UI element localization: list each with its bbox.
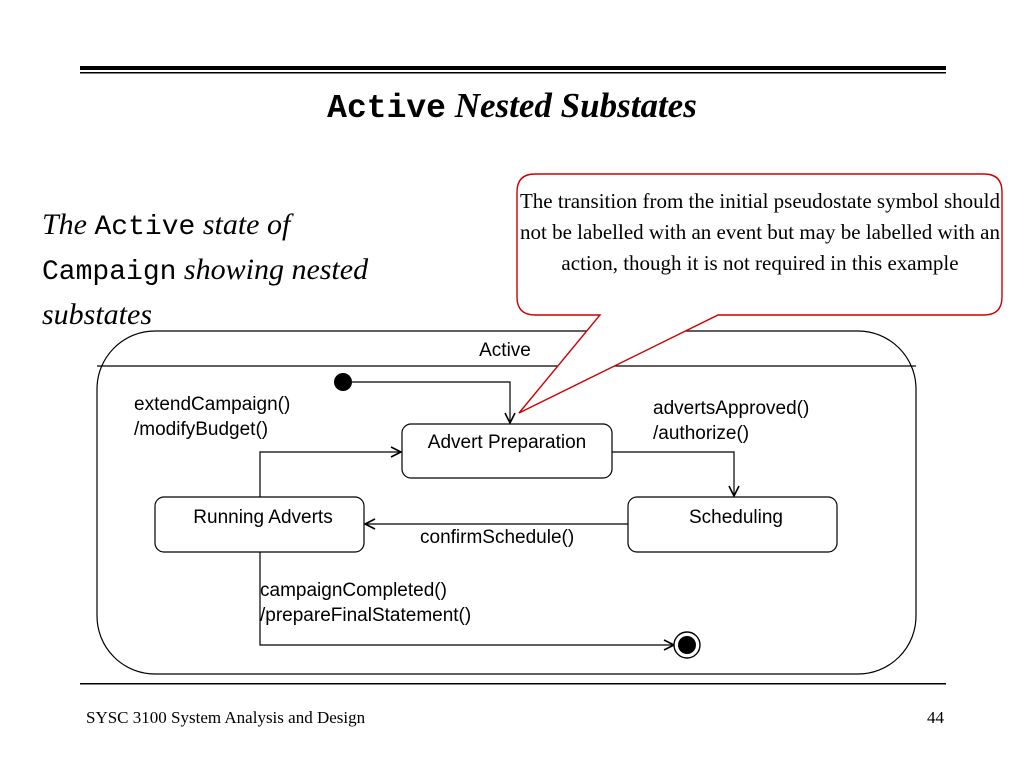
final-state-dot <box>678 636 696 654</box>
page-number: 44 <box>927 708 944 727</box>
extend-campaign-transition <box>259 452 401 497</box>
advert-preparation-state <box>401 423 613 479</box>
completed-action: /prepareFinalStatement() <box>260 605 472 626</box>
callout-bubble <box>516 173 1003 414</box>
extend-action: /modifyBudget() <box>134 419 269 440</box>
bottom-rule <box>80 683 946 685</box>
adverts-approved-transition <box>612 451 734 496</box>
approved-event: advertsApproved() <box>653 398 810 419</box>
campaign-completed-transition <box>259 552 674 645</box>
subtitle-part4: substates <box>42 298 153 331</box>
callout-text: The transition from the initial pseudost… <box>519 189 1001 275</box>
top-rule-thin <box>80 72 946 74</box>
active-state-label: Active <box>479 340 531 361</box>
advert-preparation-label: Advert Preparation <box>427 432 587 453</box>
subtitle-part3: showing nested <box>183 253 369 286</box>
footer-course: SYSC 3100 System Analysis and Design <box>86 708 366 727</box>
active-composite-state <box>96 330 917 675</box>
top-rule-thick <box>80 66 946 70</box>
confirm-schedule-label: confirmSchedule() <box>420 527 575 548</box>
title-code: Active <box>327 90 446 127</box>
completed-event: campaignCompleted() <box>260 580 447 601</box>
subtitle-part1: The <box>42 208 87 241</box>
subtitle-code2: Campaign <box>42 257 177 288</box>
campaign-completed-label: campaignCompleted() /prepareFinalStateme… <box>260 578 471 628</box>
title-text: Nested Substates <box>454 86 697 125</box>
subtitle-code1: Active <box>94 212 196 243</box>
slide-subtitle: The Active state of Campaign showing nes… <box>42 204 462 336</box>
slide-title: Active Nested Substates <box>0 86 1024 127</box>
scheduling-label: Scheduling <box>688 507 784 528</box>
approved-action: /authorize() <box>653 423 750 444</box>
subtitle-part2: state of <box>202 208 291 241</box>
initial-pseudostate <box>334 373 352 391</box>
extend-event: extendCampaign() <box>134 394 291 415</box>
extend-campaign-label: extendCampaign() /modifyBudget() <box>134 392 290 442</box>
running-adverts-label: Running Adverts <box>193 507 333 528</box>
adverts-approved-label: advertsApproved() /authorize() <box>653 396 809 446</box>
initial-transition <box>352 381 510 423</box>
